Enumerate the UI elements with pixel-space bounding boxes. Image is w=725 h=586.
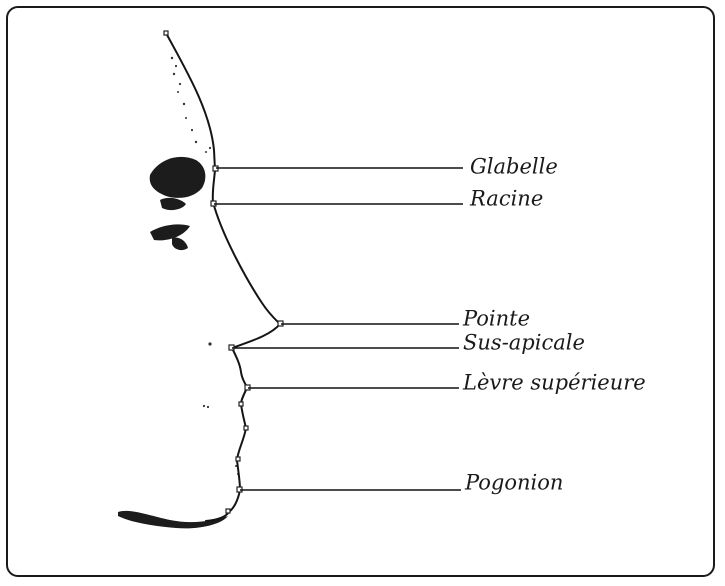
leader-lines: [214, 168, 463, 490]
eyebrow-shading: [150, 157, 206, 250]
label-glabelle: Glabelle: [470, 155, 558, 179]
label-racine: Racine: [469, 187, 543, 211]
landmark-labels: Glabelle Racine Pointe Sus-apicale Lèvre…: [462, 155, 646, 495]
label-sus-apicale: Sus-apicale: [463, 331, 585, 355]
landmark-point-top: [164, 31, 168, 35]
forehead-specks: [171, 57, 239, 475]
landmark-point-lower-lip: [239, 402, 243, 406]
label-levre-superieure: Lèvre supérieure: [462, 371, 646, 395]
label-pogonion: Pogonion: [464, 471, 563, 495]
label-pointe: Pointe: [462, 307, 530, 331]
landmark-point-chin-mid: [236, 457, 240, 461]
profile-landmarks: [164, 31, 283, 513]
profile-outline: [166, 33, 280, 521]
landmark-point-chin-upper: [244, 426, 248, 430]
landmark-point-menton: [226, 509, 230, 513]
